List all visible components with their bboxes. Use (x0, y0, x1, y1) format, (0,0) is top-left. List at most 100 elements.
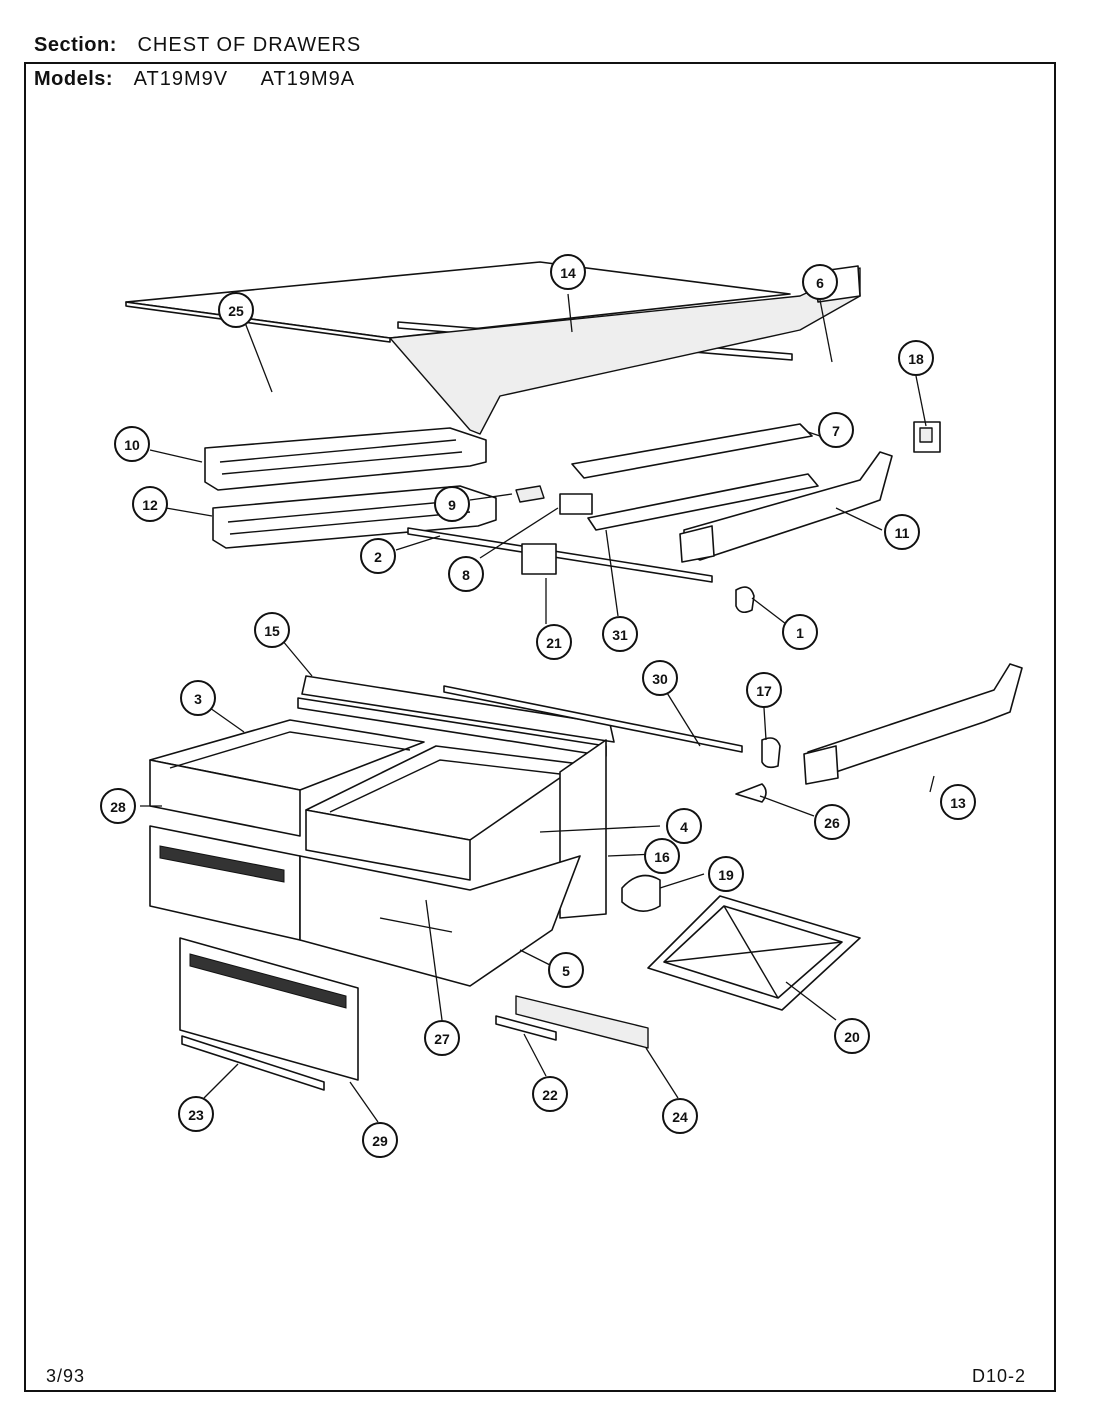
callout-label: 29 (372, 1133, 388, 1149)
bracket-17 (761, 737, 781, 769)
glass-shelf-edge (125, 301, 391, 343)
end-cap (521, 543, 557, 575)
model-1: AT19M9V (133, 68, 229, 90)
rail-left-upper-groove-2 (221, 451, 463, 475)
callout-label: 23 (188, 1107, 204, 1123)
callout-30: 30 (642, 660, 678, 696)
callout-15: 15 (254, 612, 290, 648)
small-cam (735, 586, 755, 614)
lower-drawer (299, 855, 581, 987)
callout-circle (746, 672, 782, 708)
callout-label: 19 (718, 867, 734, 883)
section-value: CHEST OF DRAWERS (137, 34, 362, 56)
callout-circle (178, 1096, 214, 1132)
callout-label: 10 (124, 437, 140, 453)
callout-2: 2 (360, 538, 396, 574)
callout-9: 9 (434, 486, 470, 522)
cover-strip-15 (301, 675, 615, 743)
long-rod (443, 685, 743, 753)
callout-label: 2 (374, 549, 382, 565)
callout-label: 20 (844, 1029, 860, 1045)
callout-circle (218, 292, 254, 328)
callout-7: 7 (818, 412, 854, 448)
callout-circle (834, 1018, 870, 1054)
callout-17: 17 (746, 672, 782, 708)
callout-14: 14 (550, 254, 586, 290)
panel-trim-strip (181, 1035, 325, 1091)
model-2: AT19M9A (260, 68, 356, 90)
callout-label: 28 (110, 799, 126, 815)
center-rail-upper (571, 423, 813, 479)
callout-11: 11 (884, 514, 920, 550)
callout-label: 8 (462, 567, 470, 583)
clip-19 (621, 874, 661, 912)
small-clip-9 (515, 485, 545, 503)
callout-21: 21 (536, 624, 572, 660)
center-rail-lower (587, 473, 819, 531)
leader-lines (140, 293, 935, 1123)
section-label: Section: (34, 34, 117, 56)
callout-circle (362, 1122, 398, 1158)
callout-label: 31 (612, 627, 628, 643)
callout-circle (940, 784, 976, 820)
tray-cross-1 (663, 941, 843, 963)
callout-circle (424, 1020, 460, 1056)
drawer-front-vent (189, 953, 347, 1009)
drawer-right-front (305, 809, 471, 881)
callout-circle (180, 680, 216, 716)
callout-26: 26 (814, 804, 850, 840)
callout-label: 27 (434, 1031, 450, 1047)
callout-22: 22 (532, 1076, 568, 1112)
callout-label: 3 (194, 691, 202, 707)
slide-rail-24 (515, 995, 649, 1049)
drawer-right-inner (329, 759, 561, 813)
callout-circle (114, 426, 150, 462)
rail-left-lower (212, 485, 497, 549)
upper-bracket-slot (919, 427, 933, 443)
callout-label: 9 (448, 497, 456, 513)
callout-19: 19 (708, 856, 744, 892)
models-label: Models: (34, 68, 114, 90)
callout-10: 10 (114, 426, 150, 462)
callout-circle (548, 952, 584, 988)
drawer-left-vent (159, 845, 285, 883)
callout-circle (662, 1098, 698, 1134)
callout-label: 14 (560, 265, 576, 281)
callout-29: 29 (362, 1122, 398, 1158)
callout-23: 23 (178, 1096, 214, 1132)
callout-4: 4 (666, 808, 702, 844)
clip-8 (559, 493, 593, 515)
callout-label: 12 (142, 497, 158, 513)
callout-circle (360, 538, 396, 574)
callout-circle (132, 486, 168, 522)
callout-circle (884, 514, 920, 550)
callout-circle (814, 804, 850, 840)
callout-label: 21 (546, 635, 562, 651)
cam-26 (735, 783, 767, 803)
callout-circle (448, 556, 484, 592)
callout-circle (666, 808, 702, 844)
footer-page-code: D10-2 (972, 1366, 1027, 1386)
callout-circle (536, 624, 572, 660)
callout-circle (550, 254, 586, 290)
callout-circle (818, 412, 854, 448)
callout-label: 30 (652, 671, 668, 687)
callout-1: 1 (782, 614, 818, 650)
callout-circle (434, 486, 470, 522)
callout-label: 16 (654, 849, 670, 865)
callout-label: 24 (672, 1109, 688, 1125)
callout-label: 22 (542, 1087, 558, 1103)
callout-label: 15 (264, 623, 280, 639)
callout-25: 25 (218, 292, 254, 328)
drawer-left-inner (169, 731, 411, 769)
section-header: Section: CHEST OF DRAWERS (34, 34, 361, 57)
callout-label: 17 (756, 683, 772, 699)
callout-20: 20 (834, 1018, 870, 1054)
callout-circle (782, 614, 818, 650)
callout-18: 18 (898, 340, 934, 376)
callout-circle (802, 264, 838, 300)
callout-28: 28 (100, 788, 136, 824)
callout-12: 12 (132, 486, 168, 522)
